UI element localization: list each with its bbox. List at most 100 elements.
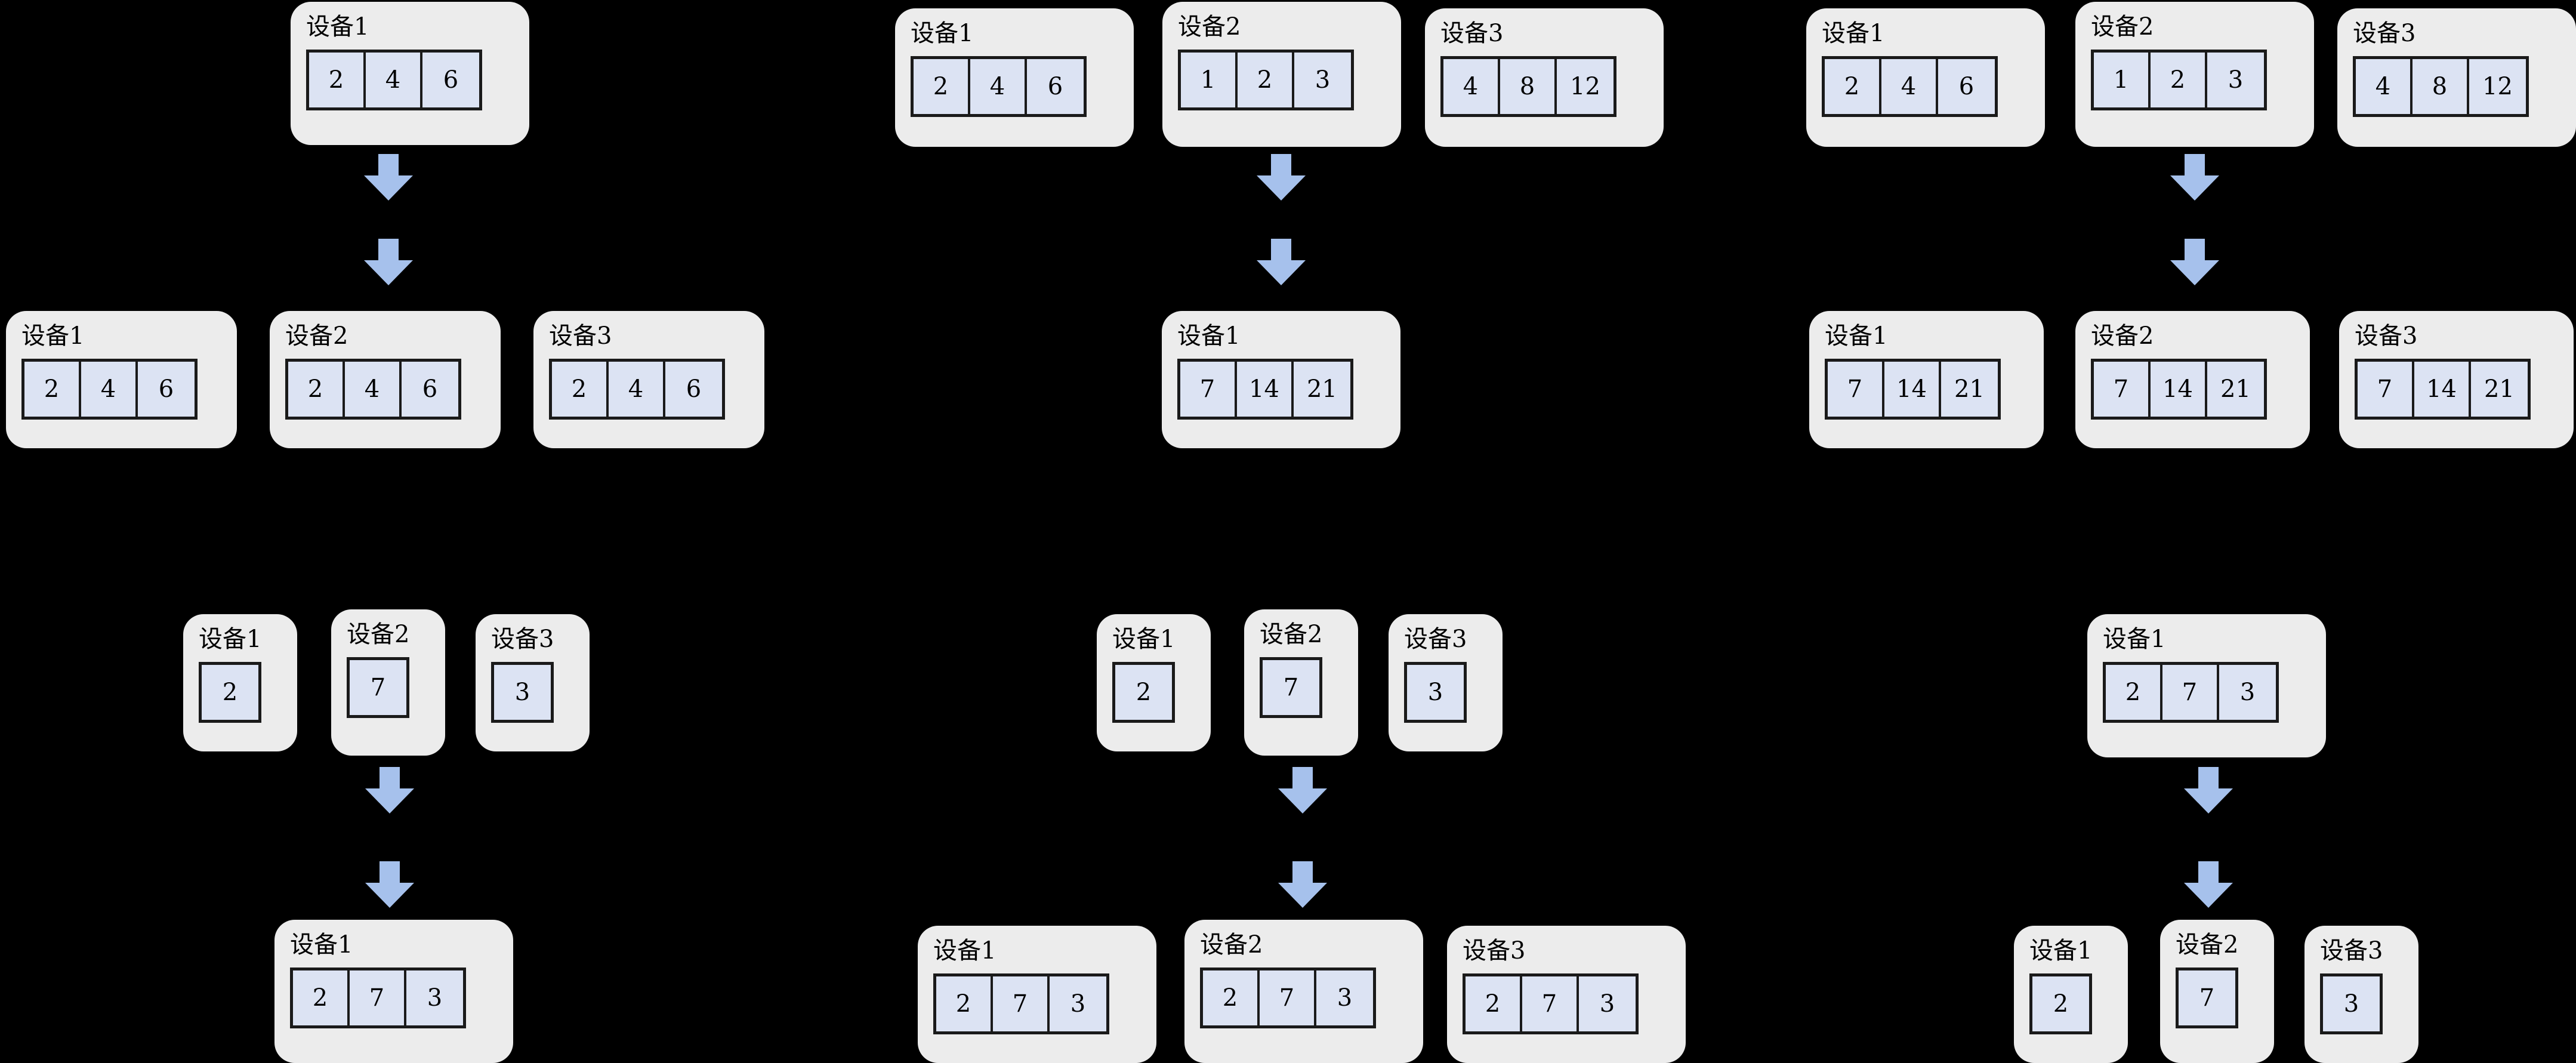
device-card-title: 设备3 [1463,937,1526,965]
device-card[interactable]: 设备2 1 2 3 [1162,2,1401,147]
value-cell: 7 [1260,970,1316,1025]
device-card[interactable]: 设备1 7 14 21 [1809,311,2044,448]
value-cell: 4 [2356,59,2413,114]
device-card[interactable]: 设备2 7 [1244,609,1358,756]
device-card-title: 设备1 [290,931,353,959]
device-card-title: 设备3 [1440,20,1504,47]
down-arrow-icon [1257,239,1306,285]
device-card[interactable]: 设备1 2 4 6 [291,2,529,145]
device-card[interactable]: 设备3 2 7 3 [1447,926,1686,1063]
device-card[interactable]: 设备3 4 8 12 [2337,8,2576,147]
value-cell: 7 [993,976,1050,1031]
value-cell: 2 [914,59,970,114]
value-cell: 2 [24,362,81,417]
device-card[interactable]: 设备1 2 4 6 [895,8,1134,147]
device-card[interactable]: 设备1 2 [2014,926,2128,1063]
value-array: 7 14 21 [2091,359,2267,420]
device-card[interactable]: 设备1 2 7 3 [918,926,1156,1063]
value-cell: 2 [552,362,609,417]
value-cell: 3 [2219,665,2276,720]
value-array: 4 8 12 [1440,56,1616,117]
device-card-title: 设备2 [1260,621,1323,648]
device-card-title: 设备1 [199,626,262,653]
value-cell: 4 [1881,59,1938,114]
value-cell: 7 [2358,362,2414,417]
value-cell: 21 [2207,362,2264,417]
value-cell: 2 [2151,53,2207,107]
value-cell: 4 [345,362,402,417]
device-card-title: 设备2 [2091,322,2154,350]
value-cell: 6 [1027,59,1084,114]
value-cell: 8 [1500,59,1557,114]
value-cell: 3 [1294,53,1351,107]
value-array: 3 [2320,973,2383,1034]
device-card[interactable]: 设备2 1 2 3 [2075,2,2314,147]
device-card[interactable]: 设备1 2 4 6 [1806,8,2045,147]
value-cell: 14 [1237,362,1294,417]
device-card-title: 设备2 [2091,13,2154,41]
value-array: 2 [2029,973,2092,1034]
value-cell: 6 [665,362,722,417]
value-cell: 21 [2471,362,2528,417]
value-cell: 12 [2469,59,2526,114]
value-cell: 7 [1828,362,1884,417]
value-array: 4 8 12 [2353,56,2529,117]
value-cell: 2 [936,976,993,1031]
value-array: 2 [199,662,261,723]
device-card[interactable]: 设备1 2 7 3 [274,920,513,1063]
value-array: 7 [2176,968,2238,1028]
down-arrow-icon [1278,861,1327,908]
device-card[interactable]: 设备3 7 14 21 [2339,311,2574,448]
value-cell: 3 [2323,976,2380,1031]
device-card[interactable]: 设备2 7 [2160,920,2274,1063]
value-cell: 7 [350,660,406,715]
value-array: 7 14 21 [1825,359,2001,420]
device-card-title: 设备2 [285,322,348,350]
device-card[interactable]: 设备1 2 7 3 [2087,614,2326,757]
device-card-title: 设备2 [347,621,410,648]
device-card[interactable]: 设备3 2 4 6 [533,311,764,448]
device-card-title: 设备1 [1825,322,1888,350]
down-arrow-icon [1257,154,1306,201]
device-card[interactable]: 设备3 3 [476,614,590,751]
value-array: 3 [1404,662,1467,723]
device-card[interactable]: 设备2 2 7 3 [1184,920,1423,1063]
value-cell: 7 [1522,976,1579,1031]
value-array: 2 4 6 [911,56,1087,117]
device-card[interactable]: 设备1 2 [1097,614,1211,751]
down-arrow-icon [364,239,413,285]
device-card[interactable]: 设备2 7 [331,609,445,756]
down-arrow-icon [2184,767,2233,814]
value-cell: 2 [1203,970,1260,1025]
device-card[interactable]: 设备1 2 [183,614,297,751]
value-cell: 1 [2094,53,2151,107]
value-array: 2 7 3 [2103,662,2279,723]
device-card[interactable]: 设备1 7 14 21 [1162,311,1400,448]
value-cell: 3 [2207,53,2264,107]
value-array: 7 [1260,657,1322,718]
device-card[interactable]: 设备3 3 [1389,614,1503,751]
value-cell: 3 [1407,665,1464,720]
value-cell: 6 [422,53,479,107]
value-array: 2 7 3 [933,973,1109,1034]
value-cell: 3 [406,970,463,1025]
device-card-title: 设备2 [2176,931,2239,959]
device-card-title: 设备3 [549,322,612,350]
device-card[interactable]: 设备1 2 4 6 [6,311,237,448]
value-array: 7 14 21 [1177,359,1353,420]
device-card[interactable]: 设备3 4 8 12 [1425,8,1664,147]
device-card-title: 设备3 [2353,20,2416,47]
device-card[interactable]: 设备2 2 4 6 [270,311,501,448]
down-arrow-icon [364,154,413,201]
device-card[interactable]: 设备2 7 14 21 [2075,311,2310,448]
value-array: 2 4 6 [549,359,725,420]
value-cell: 14 [2151,362,2207,417]
value-cell: 2 [309,53,366,107]
value-cell: 4 [366,53,422,107]
value-cell: 2 [2032,976,2089,1031]
value-cell: 21 [1941,362,1998,417]
down-arrow-icon [2170,239,2219,285]
down-arrow-icon [2170,154,2219,201]
device-card[interactable]: 设备3 3 [2304,926,2418,1063]
value-cell: 6 [138,362,195,417]
